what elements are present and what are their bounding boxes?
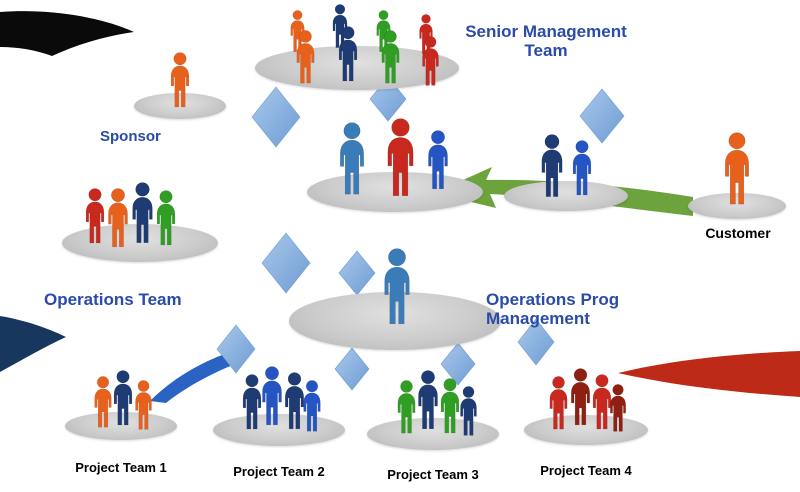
- person-figure-green: [376, 30, 405, 86]
- arrow-black-topleft: [0, 11, 134, 56]
- platform-ellipse: [504, 181, 628, 211]
- arrow-diamond-mid-left: [261, 232, 311, 294]
- platform-ellipse: [688, 193, 786, 219]
- person-figure-orange: [130, 380, 157, 432]
- label-senior-management-line1: Senior Management: [465, 22, 627, 41]
- label-sponsor: Sponsor: [100, 128, 161, 145]
- arrow-diamond-bottom-4: [517, 318, 555, 366]
- person-figure-blue: [298, 380, 326, 434]
- arrow-red-bottomright: [618, 351, 800, 397]
- person-figure-blue: [567, 140, 597, 198]
- person-figure-navy: [455, 386, 482, 438]
- person-figure-red: [417, 36, 444, 88]
- person-figure-navy: [279, 372, 310, 432]
- platform-ellipse: [213, 414, 345, 446]
- label-senior-management: Senior Management Team: [446, 22, 646, 60]
- person-figure-blue: [256, 366, 288, 428]
- person-figure-green: [392, 380, 421, 436]
- arrow-diamond-bottom-3: [440, 342, 476, 386]
- person-figure-red: [587, 374, 617, 432]
- person-figure-orange: [102, 188, 134, 250]
- arrow-diamond-top-left: [251, 86, 301, 148]
- person-figure-orange: [165, 52, 195, 110]
- person-figure-red: [80, 188, 110, 246]
- person-figure-navy: [126, 182, 159, 246]
- arrow-diamond-top-right: [579, 88, 625, 144]
- label-operations-team: Operations Team: [44, 290, 182, 309]
- label-team-4: Project Team 4: [540, 463, 632, 478]
- person-figure-orange: [291, 30, 320, 86]
- person-figure-steel: [332, 122, 372, 198]
- arrow-diamond-bottom-2: [334, 347, 370, 391]
- label-customer: Customer: [705, 225, 771, 241]
- label-prog-management-line1: Operations Prog: [486, 290, 620, 309]
- person-figure-red: [544, 376, 573, 432]
- label-team-3: Project Team 3: [387, 467, 479, 482]
- person-figure-dark_red: [605, 384, 631, 434]
- person-figure-navy: [237, 374, 267, 432]
- person-figure-dark_red: [565, 368, 596, 428]
- person-figure-navy: [328, 4, 352, 50]
- arrow-navy-left: [0, 316, 66, 372]
- person-figure-blue: [422, 130, 454, 192]
- label-prog-management: Operations Prog Management: [486, 290, 619, 328]
- person-figure-orange: [717, 132, 757, 208]
- label-senior-management-line2: Team: [524, 41, 568, 61]
- arrow-blue-bottomleft: [150, 347, 246, 403]
- person-figure-steel: [376, 248, 418, 328]
- label-team-1: Project Team 1: [75, 460, 167, 475]
- person-figure-green: [151, 190, 181, 248]
- label-prog-management-line2: Management: [486, 309, 590, 329]
- person-figure-green: [372, 10, 395, 54]
- person-figure-orange: [286, 10, 309, 54]
- person-figure-green: [435, 378, 465, 436]
- platform-ellipse: [524, 415, 648, 445]
- person-figure-navy: [333, 26, 363, 84]
- person-figure-navy: [412, 370, 444, 432]
- person-figure-orange: [89, 376, 117, 430]
- person-figure-navy: [108, 370, 138, 428]
- arrow-diamond-bottom-1: [216, 324, 256, 374]
- person-figure-navy: [535, 134, 569, 200]
- platform-ellipse: [134, 93, 226, 119]
- label-team-2: Project Team 2: [233, 464, 325, 479]
- person-figure-red: [379, 118, 422, 200]
